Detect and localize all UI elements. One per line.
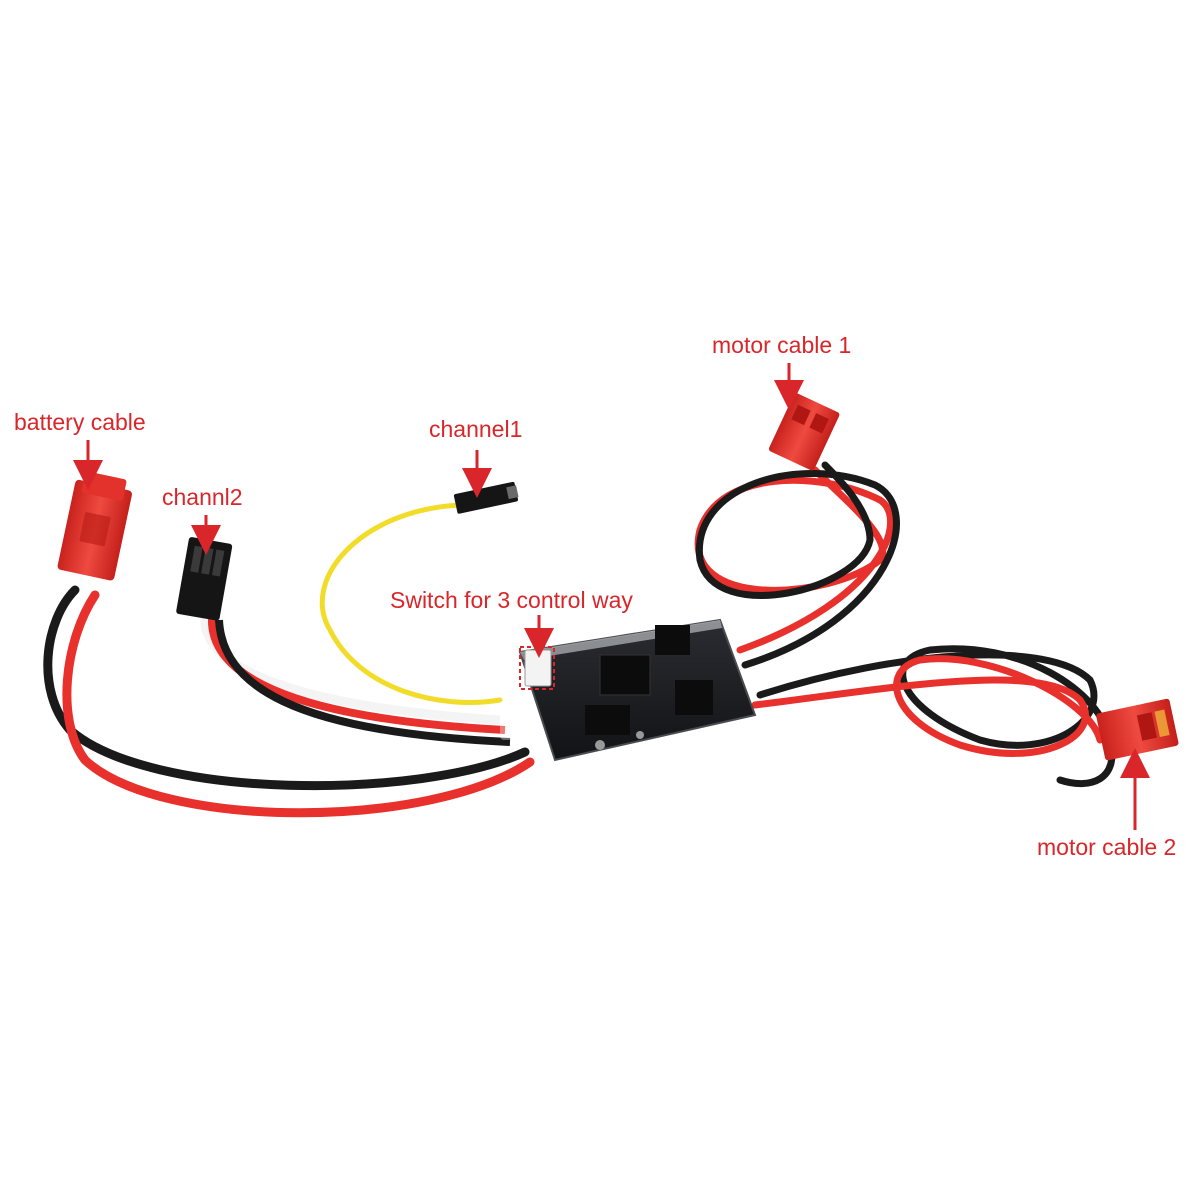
ch2-wire-black (215, 619, 511, 746)
motor2-wire-red (751, 655, 1104, 757)
channel2-connector (176, 537, 233, 621)
ch1-wire-yellow (319, 502, 503, 705)
motor1-wire-black (695, 461, 900, 669)
motor2-wire-black (756, 645, 1116, 788)
motor2-connector (1096, 698, 1179, 761)
channel2-lead (176, 537, 511, 746)
battery-connector (57, 471, 132, 581)
ch2-wire-red (207, 617, 506, 734)
channel2-label: channl2 (162, 484, 243, 510)
esc-board (500, 618, 757, 762)
motor-cable-2-label: motor cable 2 (1037, 834, 1177, 860)
battery-wire-red (62, 590, 535, 818)
channel1-label: channel1 (429, 416, 523, 442)
motor1-connector (768, 393, 840, 471)
battery-wire-black (43, 585, 530, 791)
control-switch (524, 649, 552, 687)
ch2-wire-white (200, 614, 501, 725)
motor-cable-1-label: motor cable 1 (712, 332, 852, 358)
battery-cable-label: battery cable (14, 409, 146, 435)
motor-cable-1 (694, 393, 900, 669)
switch-label: Switch for 3 control way (390, 587, 633, 613)
motor-cable-2 (751, 645, 1179, 788)
battery-cable (43, 471, 535, 818)
channel1-connector (453, 481, 519, 514)
